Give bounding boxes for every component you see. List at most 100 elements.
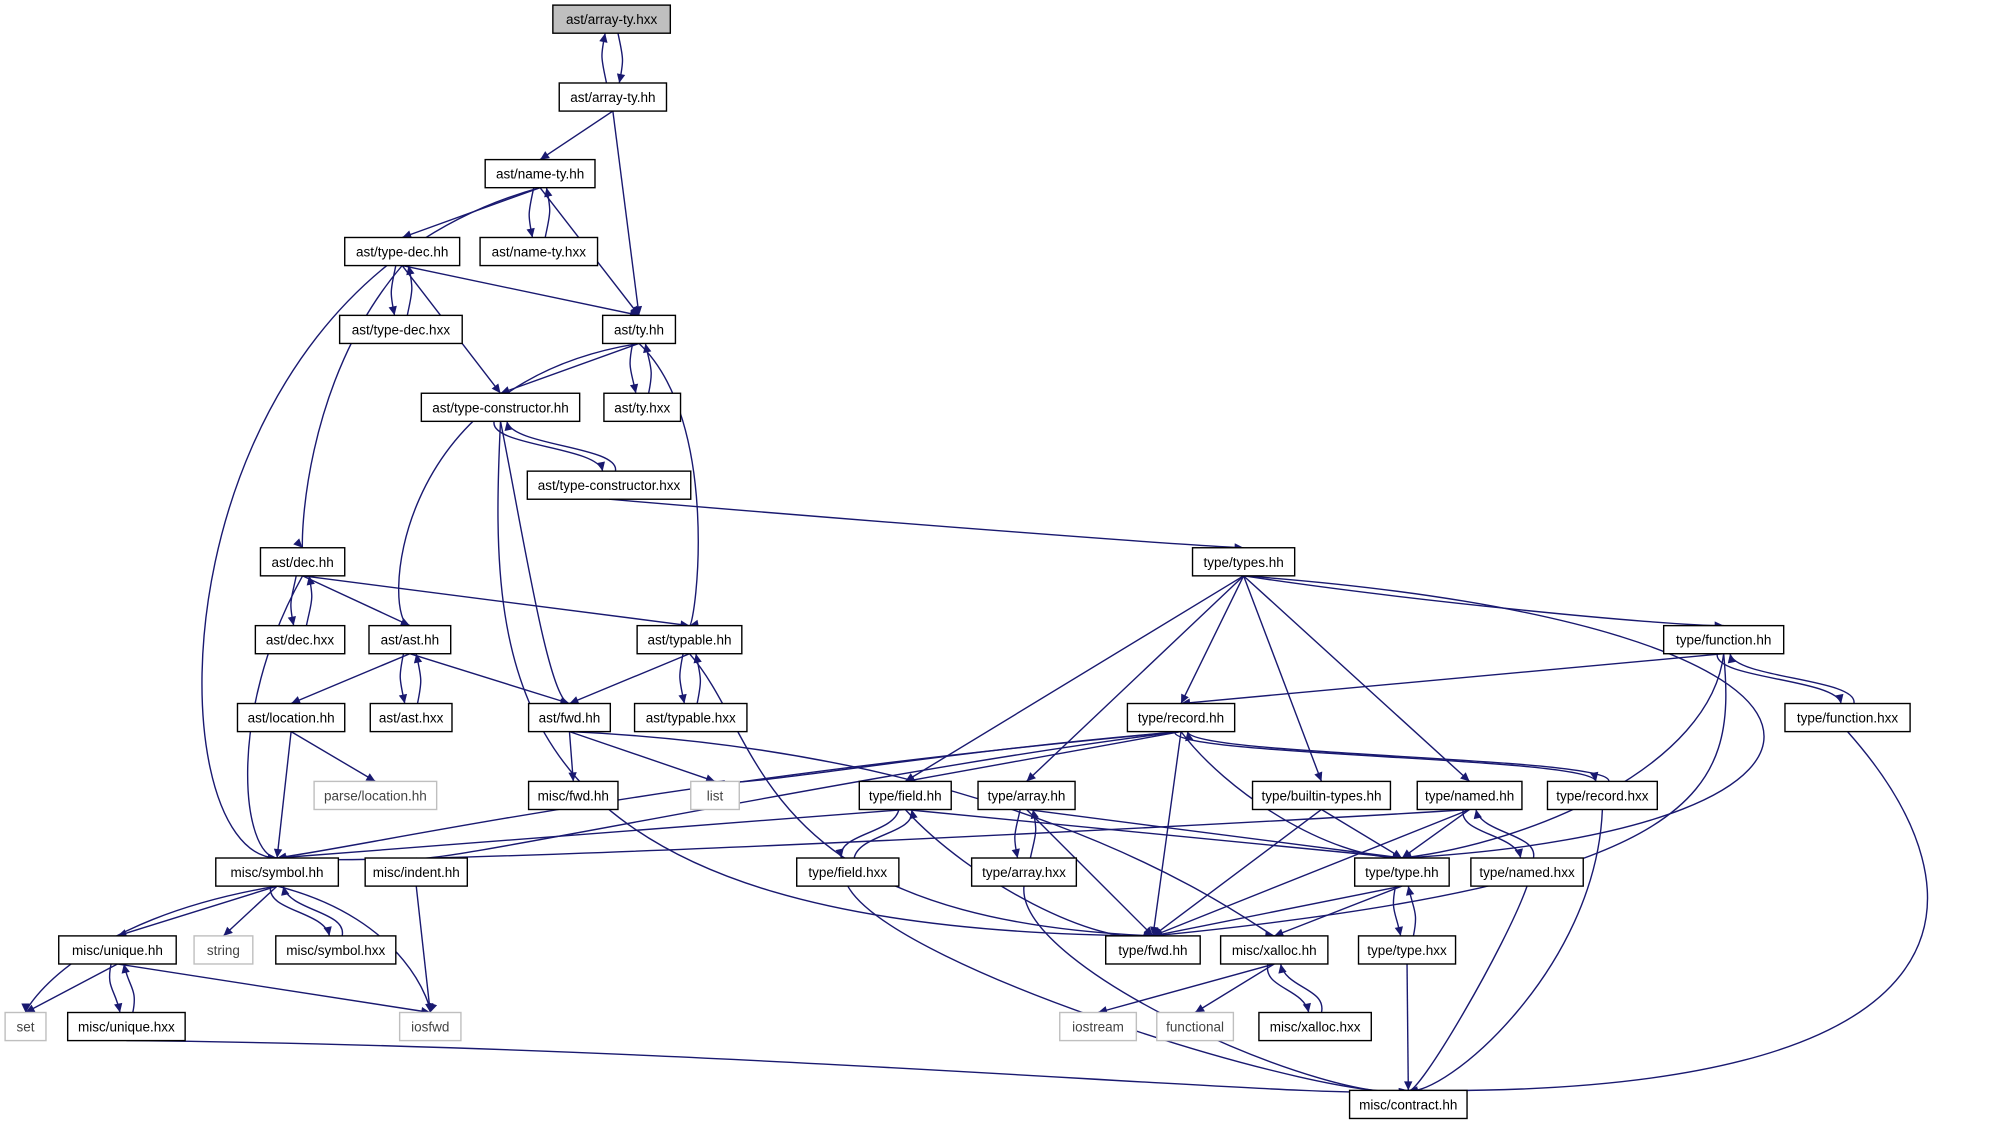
edge-function-hh-to-record-hh [1180,653,1724,707]
node-misc-fwd-hh[interactable]: misc/fwd.hh [527,780,619,811]
arrowhead [693,653,702,664]
node-parse-location-hh: parse/location.hh [313,780,438,811]
node-label: ast/ast.hh [381,633,440,648]
edge-named-hh-to-type-hh [1401,808,1471,859]
node-box [1059,1011,1138,1042]
edge-line [290,653,411,705]
edge-unique-hxx-to-contract-hh [126,1039,1409,1097]
node-named-hh[interactable]: type/named.hh [1416,780,1523,811]
edge-line [1475,809,1535,859]
node-label: ast/array-ty.hxx [566,12,658,27]
node-label: type/function.hxx [1797,711,1899,726]
node-unique-hh[interactable]: misc/unique.hh [58,935,177,965]
edge-unique-hh-to-iosfwd [117,963,431,1016]
node-location-hh[interactable]: ast/location.hh [236,702,346,733]
node-type-dec-hh[interactable]: ast/type-dec.hh [344,236,461,267]
edge-line [409,653,570,705]
edge-line [1729,653,1855,704]
node-field-hxx[interactable]: type/field.hxx [796,857,900,887]
arrowhead [121,963,130,974]
node-label: misc/contract.hh [1359,1097,1457,1112]
node-array-hxx[interactable]: type/array.hxx [970,857,1078,887]
node-label: misc/fwd.hh [538,788,609,803]
node-box [1219,935,1329,965]
node-label: type/named.hh [1425,788,1514,803]
edge-line [1406,963,1410,1091]
node-array-hh[interactable]: type/array.hh [977,780,1076,811]
node-function-hh[interactable]: type/function.hh [1662,624,1785,655]
edge-ty-hh-to-ty-hxx [629,343,639,394]
edge-function-hh-to-function-hxx [1716,653,1844,704]
edge-ast-fwd-hh-to-misc-fwd-hh [568,731,577,782]
node-ast-fwd-hh[interactable]: ast/fwd.hh [527,702,612,733]
node-ty-hh[interactable]: ast/ty.hh [601,314,677,345]
node-array-ty-hh[interactable]: ast/array-ty.hh [558,82,668,112]
edge-ast-fwd-hh-to-list [569,730,716,783]
node-box [479,236,599,267]
node-box [398,1011,462,1042]
node-array-ty-hxx[interactable]: ast/array-ty.hxx [552,4,672,34]
edge-line [276,731,292,859]
node-record-hxx[interactable]: type/record.hxx [1546,780,1658,811]
edge-line [1242,575,1323,782]
node-label: type/array.hh [988,788,1066,803]
edge-symbol-hh-to-symbol-hxx [269,885,332,937]
node-type-hxx[interactable]: type/type.hxx [1357,935,1457,965]
node-label: ast/ast.hxx [379,711,444,726]
arrowhead [402,230,413,239]
node-xalloc-hh[interactable]: misc/xalloc.hh [1219,935,1329,965]
edge-field-hh-to-field-hxx [835,809,900,859]
edge-ast-hh-to-location-hh [290,653,411,705]
arrowhead [293,538,303,548]
node-function-hxx[interactable]: type/function.hxx [1784,702,1911,733]
node-record-hh[interactable]: type/record.hh [1126,702,1236,733]
edge-field-hxx-to-contract-hh [847,885,1409,1097]
node-type-fwd-hh[interactable]: type/fwd.hh [1105,935,1201,965]
node-symbol-hh[interactable]: misc/symbol.hh [215,857,340,887]
edge-dec-hxx-to-dec-hh [305,575,315,626]
node-typable-hxx[interactable]: ast/typable.hxx [633,702,748,733]
node-box [1251,780,1392,811]
node-ty-hxx[interactable]: ast/ty.hxx [603,392,682,423]
edge-line [1152,731,1182,936]
node-type-dec-hxx[interactable]: ast/type-dec.hxx [338,314,463,345]
node-indent-hh[interactable]: misc/indent.hh [364,857,469,887]
edge-types-hh-to-function-hh [1243,575,1724,630]
node-named-hxx[interactable]: type/named.hxx [1470,857,1584,887]
arrowhead [544,187,553,198]
node-label: type/types.hh [1203,555,1283,570]
node-field-hh[interactable]: type/field.hh [858,780,952,811]
node-builtin-types-hh[interactable]: type/builtin-types.hh [1251,780,1392,811]
node-dec-hxx[interactable]: ast/dec.hxx [254,624,346,655]
node-unique-hxx[interactable]: misc/unique.hxx [66,1011,186,1042]
node-contract-hh[interactable]: misc/contract.hh [1348,1089,1468,1120]
edge-line [1408,809,1604,1092]
node-dec-hh[interactable]: ast/dec.hh [259,547,346,577]
edge-line [1243,575,1724,627]
node-types-hh[interactable]: type/types.hh [1191,547,1296,577]
node-type-constructor-hh[interactable]: ast/type-constructor.hh [420,392,581,423]
edge-line [497,421,1153,937]
edge-location-hh-to-parse-location-hh [290,731,376,783]
arrowhead [1185,731,1194,742]
edge-line [612,110,640,316]
node-name-ty-hxx[interactable]: ast/name-ty.hxx [479,236,599,267]
node-xalloc-hxx[interactable]: misc/xalloc.hxx [1258,1011,1372,1042]
node-ast-hxx[interactable]: ast/ast.hxx [369,702,453,733]
node-label: type/array.hxx [982,865,1066,880]
node-ast-hh[interactable]: ast/ast.hh [368,624,452,655]
node-label: ast/fwd.hh [539,711,601,726]
edge-record-hh-to-record-hxx [1173,730,1599,782]
edge-line [1401,653,1725,859]
arrowhead [1314,771,1323,782]
node-label: ast/name-ty.hh [496,167,584,182]
edge-function-hxx-to-function-hh [1727,653,1855,704]
edge-line [282,885,343,937]
node-symbol-hxx[interactable]: misc/symbol.hxx [275,935,397,965]
edge-array-hxx-to-contract-hh [1023,886,1409,1097]
node-type-constructor-hxx[interactable]: ast/type-constructor.hxx [526,470,692,500]
node-name-ty-hh[interactable]: ast/name-ty.hh [484,158,596,189]
node-typable-hh[interactable]: ast/typable.hh [636,624,743,655]
node-type-hh[interactable]: type/type.hh [1353,857,1450,887]
